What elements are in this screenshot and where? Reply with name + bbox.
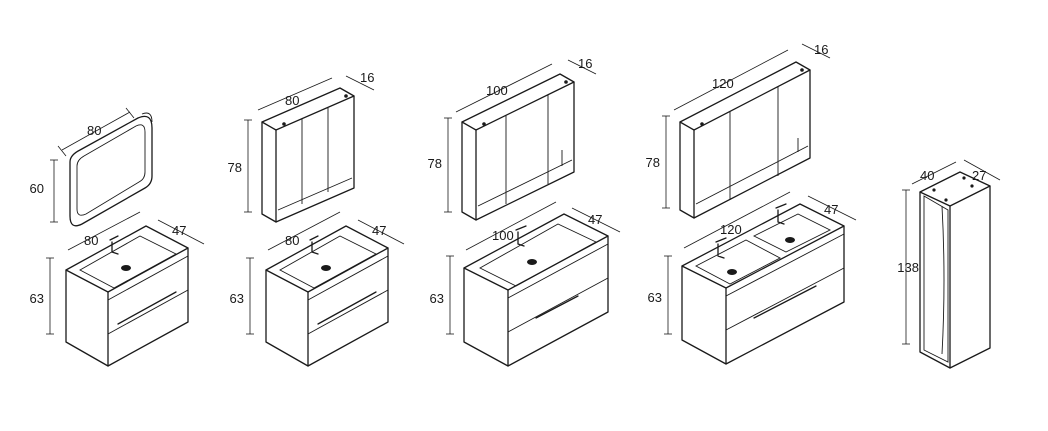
sink-80b-width-label: 80 (285, 233, 299, 248)
sink-120: 120 47 63 (648, 191, 857, 365)
drain (121, 265, 131, 271)
sink-100-height-label: 63 (430, 291, 444, 306)
mirror-80: 80 60 (30, 107, 153, 227)
cabinet-100-width-label: 100 (486, 83, 508, 98)
mirror-glass (76, 124, 146, 216)
cabinet-front (275, 95, 355, 223)
faucet-icon (715, 237, 727, 259)
sink-front (107, 247, 189, 367)
mirror-outer (69, 115, 153, 227)
cabinet-top (261, 87, 355, 131)
sink-side (65, 269, 109, 367)
column-width-label: 40 (920, 168, 934, 183)
drawer-handle (117, 291, 177, 325)
column-height-label: 138 (897, 260, 919, 275)
sink-80b-depth-label: 47 (372, 223, 386, 238)
sink-120-height-label: 63 (648, 290, 662, 305)
faucet-icon (309, 235, 319, 255)
sink-80a-width-label: 80 (84, 233, 98, 248)
cabinet-80-depth-label: 16 (360, 70, 374, 85)
tall-column: 40 27 138 (897, 159, 1001, 369)
cabinet-120-height-label: 78 (646, 155, 660, 170)
sink-80a-height-label: 63 (30, 291, 44, 306)
cabinet-80: 80 16 78 (228, 70, 374, 223)
faucet-icon (109, 235, 119, 255)
mirror-width-label: 80 (87, 123, 101, 138)
sink-80-left: 80 47 63 (30, 211, 205, 367)
cabinet-120-depth-label: 16 (814, 42, 828, 57)
sink-120-depth-label: 47 (824, 202, 838, 217)
cabinet-100: 100 16 78 (428, 56, 597, 221)
sink-basin (79, 235, 177, 289)
sink-100-width-label: 100 (492, 228, 514, 243)
cabinet-100-depth-label: 16 (578, 56, 592, 71)
faucet-icon (515, 225, 527, 247)
sink-80b-height-label: 63 (230, 291, 244, 306)
cabinet-120: 120 16 78 (646, 42, 831, 219)
cabinet-side (261, 121, 277, 223)
cabinet-100-height-label: 78 (428, 156, 442, 171)
sink-100: 100 47 63 (430, 201, 621, 367)
sink-80-right: 80 47 63 (230, 211, 405, 367)
sink-80a-depth-label: 47 (172, 223, 186, 238)
column-depth-label: 27 (972, 168, 986, 183)
mirror-width-dim-line (61, 111, 131, 151)
sink-120-width-label: 120 (720, 222, 742, 237)
mirror-edge (141, 112, 153, 123)
mirror-height-label: 60 (30, 181, 44, 196)
faucet-icon (775, 203, 787, 225)
sink-100-depth-label: 47 (588, 212, 602, 227)
cabinet-80-height-label: 78 (228, 160, 242, 175)
cabinet-80-width-label: 80 (285, 93, 299, 108)
cabinet-120-width-label: 120 (712, 76, 734, 91)
